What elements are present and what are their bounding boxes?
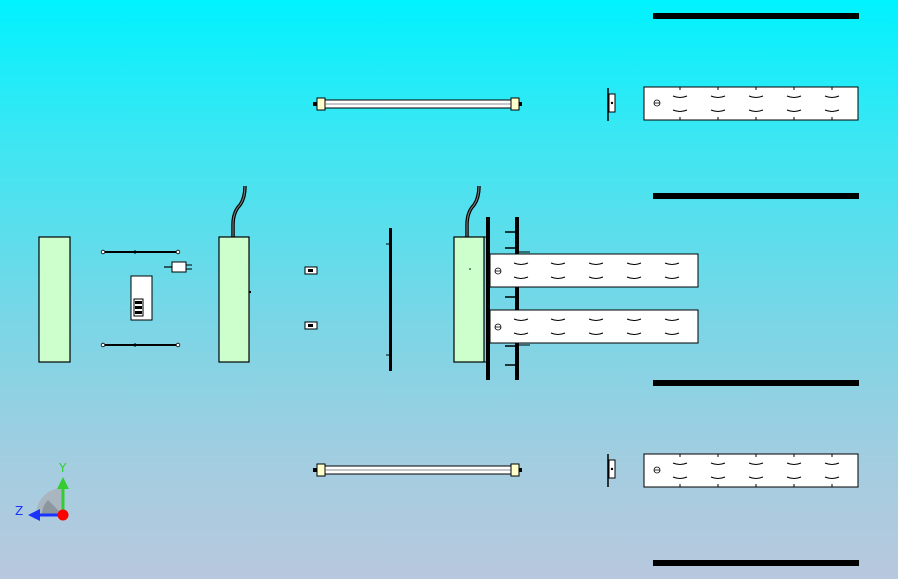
thick-bar-upper-middle[interactable]	[653, 193, 859, 199]
origin-point	[57, 509, 69, 521]
terminal-block[interactable]	[130, 275, 153, 321]
rod-upper[interactable]	[100, 249, 181, 255]
plug-connector[interactable]	[164, 261, 192, 273]
fluorescent-tube-bottom[interactable]	[313, 463, 522, 477]
clip-lower[interactable]	[304, 321, 318, 330]
assembled-fixture[interactable]	[453, 185, 699, 380]
orientation-triad-icon[interactable]: Y Z	[15, 461, 69, 521]
y-axis-label: Y	[58, 461, 67, 475]
fixture-plate-upper[interactable]	[489, 253, 699, 288]
fluorescent-tube-top[interactable]	[313, 97, 522, 111]
rod-lower[interactable]	[100, 342, 181, 348]
y-axis-arrowhead	[57, 477, 69, 489]
mounting-rail[interactable]	[386, 228, 392, 371]
thick-bar-bottom[interactable]	[653, 560, 859, 566]
ballast-housing[interactable]	[218, 185, 251, 363]
end-bracket-bottom[interactable]	[607, 454, 616, 487]
housing-side-panel[interactable]	[38, 236, 71, 363]
perforated-plate-bottom[interactable]	[643, 453, 859, 488]
fixture-plate-lower[interactable]	[489, 309, 699, 344]
end-bracket-top[interactable]	[607, 88, 616, 121]
thick-bar-lower-middle[interactable]	[653, 380, 859, 386]
thick-bar-top[interactable]	[653, 13, 859, 19]
z-axis-label: Z	[15, 504, 23, 518]
perforated-plate-top[interactable]	[643, 86, 859, 121]
clip-upper[interactable]	[304, 266, 318, 275]
z-axis-arrowhead	[28, 509, 40, 521]
